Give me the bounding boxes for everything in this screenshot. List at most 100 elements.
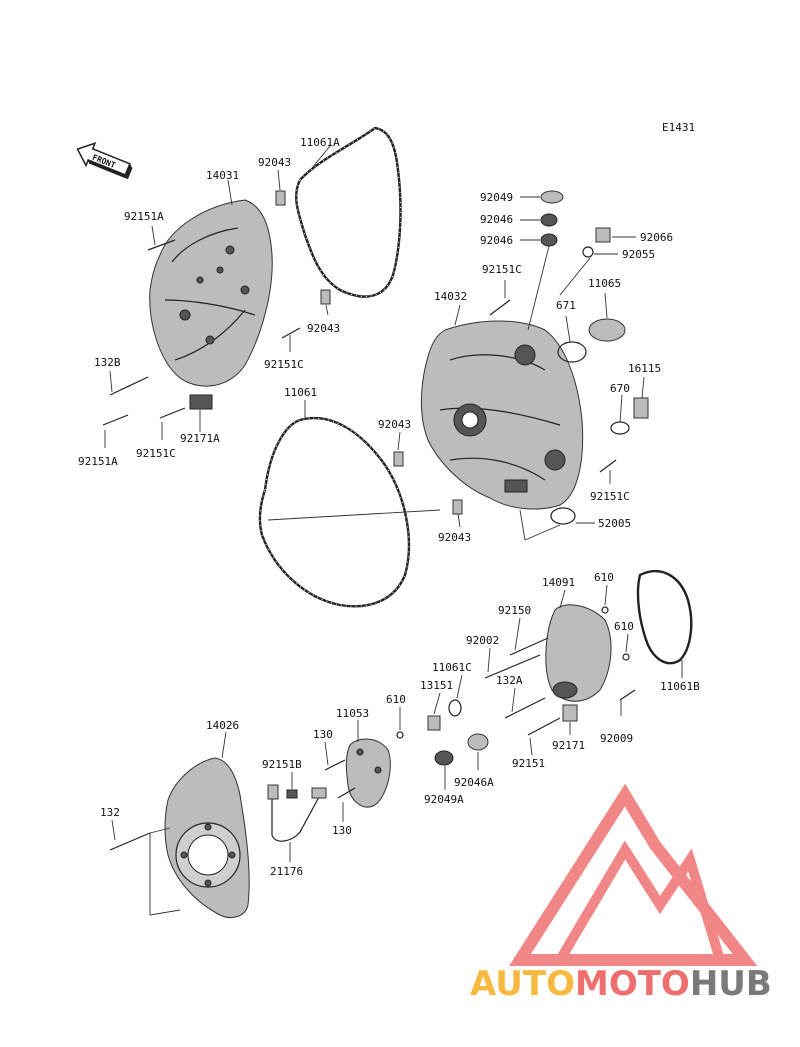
part-label: 92043: [307, 322, 340, 335]
part-label: 92151C: [482, 263, 522, 276]
part-label: 92151: [512, 757, 545, 770]
part-label: 92151A: [78, 455, 118, 468]
watermark-auto: AUTO: [470, 964, 575, 1004]
oring-670: [610, 421, 630, 435]
front-arrow-icon: FRONT: [76, 142, 133, 180]
bolt-92151c-b: [159, 407, 186, 419]
bolt-92151a-low: [102, 414, 129, 426]
housing-14091: [545, 604, 612, 702]
part-label: 14026: [206, 719, 239, 732]
part-label: 92009: [600, 732, 633, 745]
bolt-130-a: [324, 759, 346, 771]
part-label: 11053: [336, 707, 369, 720]
bolt-92150: [509, 637, 549, 656]
part-label: 92151A: [124, 210, 164, 223]
clip-92171a: [189, 394, 213, 410]
clip-92171: [562, 704, 578, 722]
part-label: 132A: [496, 674, 523, 687]
pin-610-a: [601, 606, 609, 614]
part-label: 92151C: [264, 358, 304, 371]
part-label: 132B: [94, 356, 121, 369]
plug-16115: [633, 397, 649, 419]
fitting-13151: [427, 715, 441, 731]
oring-11061c: [448, 699, 462, 717]
cover-14031: [149, 199, 273, 387]
part-label: 92049: [480, 191, 513, 204]
svg-text:AUTOMOTOHUB: AUTOMOTOHUB: [470, 964, 772, 1004]
part-label: 92046: [480, 234, 513, 247]
part-label: 92171: [552, 739, 585, 752]
part-label: 92046A: [454, 776, 494, 789]
dowel-92043-d: [452, 499, 463, 515]
part-label: 11061: [284, 386, 317, 399]
watermark-moto: MOTO: [575, 964, 690, 1004]
bearing-92046-b: [540, 233, 558, 247]
slave-cylinder-11053: [345, 738, 391, 808]
bolt-92002: [484, 654, 541, 679]
part-label: 92055: [622, 248, 655, 261]
bolt-132a: [504, 697, 546, 719]
part-label: 52005: [598, 517, 631, 530]
part-label: 92043: [378, 418, 411, 431]
part-label: 92002: [466, 634, 499, 647]
part-label: 13151: [420, 679, 453, 692]
bolt-92009: [619, 689, 636, 701]
seal-52005: [550, 507, 576, 525]
cover-14032: [421, 320, 584, 510]
part-label: 11061A: [300, 136, 340, 149]
part-label: 11061B: [660, 680, 700, 693]
part-label: 21176: [270, 865, 303, 878]
leader-lines: [104, 145, 683, 916]
bolt-92151c-a: [281, 327, 301, 339]
part-label: 92150: [498, 604, 531, 617]
plug-92066: [595, 227, 611, 243]
bolt-132b: [109, 376, 149, 396]
pin-610-c: [396, 731, 404, 739]
part-label: 132: [100, 806, 120, 819]
part-label: 92066: [640, 231, 673, 244]
part-label: 92043: [438, 531, 471, 544]
bolt-92151: [527, 717, 561, 736]
bearing-92046a: [467, 733, 489, 751]
part-label: 11065: [588, 277, 621, 290]
oring-671: [557, 341, 587, 363]
bolt-92151a-top: [147, 239, 176, 251]
oring-92055: [582, 246, 594, 258]
dowel-92043-c: [393, 451, 404, 467]
diagram-code: E1431: [662, 121, 695, 134]
part-label: 670: [610, 382, 630, 395]
watermark-text: AUTOMOTOHUB: [470, 964, 772, 1004]
bearing-92046-a: [540, 213, 558, 227]
part-label: 610: [594, 571, 614, 584]
part-label: 92049A: [424, 793, 464, 806]
dowel-92043-a: [275, 190, 286, 206]
pipe-21176: [271, 793, 321, 842]
part-label: 92171A: [180, 432, 220, 445]
part-label: 92046: [480, 213, 513, 226]
part-label: 16115: [628, 362, 661, 375]
part-label: 92043: [258, 156, 291, 169]
bolt-92151c-d: [489, 299, 511, 316]
part-label: 92151C: [590, 490, 630, 503]
gasket-11061a: [295, 126, 402, 298]
part-label: 11061C: [432, 661, 472, 674]
part-label: 14032: [434, 290, 467, 303]
cap-11065: [588, 318, 626, 342]
part-label: 671: [556, 299, 576, 312]
pipe-fitting-b: [311, 787, 327, 799]
part-label: 130: [332, 824, 352, 837]
part-label: 92151C: [136, 447, 176, 460]
part-label: 130: [313, 728, 333, 741]
bolt-92151c-c: [599, 459, 617, 473]
seal-92049: [540, 190, 564, 204]
gasket-11061b: [636, 570, 693, 665]
bolt-132: [109, 832, 151, 851]
bolt-130-b: [337, 787, 356, 799]
part-label: 14091: [542, 576, 575, 589]
cover-14026: [164, 757, 250, 918]
part-label: 610: [386, 693, 406, 706]
seal-92049a: [434, 750, 454, 766]
part-label: 14031: [206, 169, 239, 182]
part-labels: 11061A 92043 14031 92151A 92043 92151C 1…: [78, 136, 700, 878]
